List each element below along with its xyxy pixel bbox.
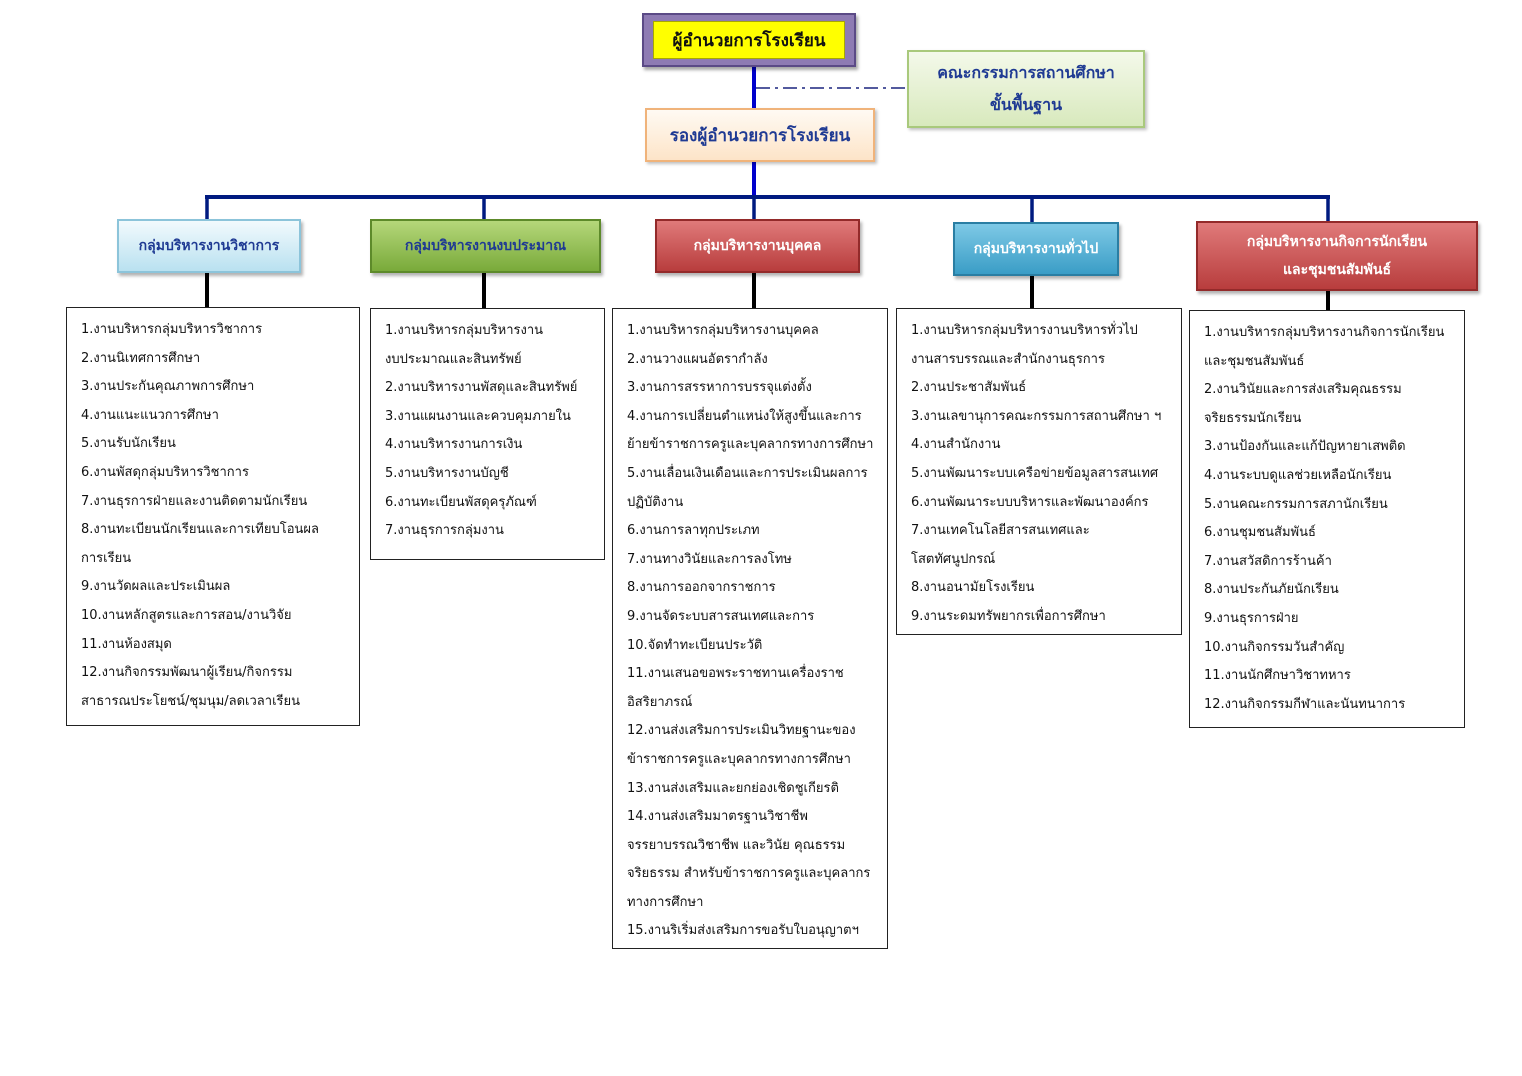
task-item: 10.งานกิจกรรมวันสำคัญ — [1204, 639, 1345, 655]
group-budget-box: กลุ่มบริหารงานงบประมาณ — [370, 219, 601, 273]
task-item: ย้ายข้าราชการครูและบุคลากรทางการศึกษา — [627, 437, 874, 453]
task-item: 4.งานสำนักงาน — [911, 437, 1001, 453]
task-item: 8.งานอนามัยโรงเรียน — [911, 580, 1035, 596]
task-item: 3.งานแผนงานและควบคุมภายใน — [385, 408, 571, 424]
task-item: 6.งานพัสดุกลุ่มบริหารวิชาการ — [81, 464, 249, 480]
task-item: 3.งานป้องกันและแก้ปัญหายาเสพติด — [1204, 439, 1406, 455]
task-item: 7.งานทางวินัยและการลงโทษ — [627, 551, 792, 567]
task-list-personnel: 1.งานบริหารกลุ่มบริหารงานบุคคล 2.งานวางแผ… — [612, 308, 888, 949]
task-item: 6.งานทะเบียนพัสดุครุภัณฑ์ — [385, 494, 537, 510]
task-item: 4.งานการเปลี่ยนตำแหน่งให้สูงขึ้นและการ — [627, 408, 862, 424]
task-item: 7.งานสวัสดิการร้านค้า — [1204, 553, 1332, 569]
task-item: 1.งานบริหารกลุ่มบริหารงานบริหารทั่วไป — [911, 323, 1138, 338]
task-item: 2.งานบริหารงานพัสดุและสินทรัพย์ — [385, 380, 578, 396]
task-item: 1.งานบริหารกลุ่มบริหารงาน — [385, 323, 544, 338]
director-box: ผู้อำนวยการโรงเรียน — [642, 13, 856, 67]
task-item: 3.งานการสรรหาการบรรจุแต่งตั้ง — [627, 380, 812, 396]
committee-label-line: ขั้นพื้นฐาน — [989, 95, 1063, 114]
group-title: และชุมชนสัมพันธ์ — [1282, 262, 1392, 278]
task-item: 11.งานนักศึกษาวิชาทหาร — [1204, 668, 1351, 684]
group-general-box: กลุ่มบริหารงานทั่วไป — [953, 222, 1119, 276]
task-item: 1.งานบริหารกลุ่มบริหารวิชาการ — [81, 322, 263, 337]
group-title: กลุ่มบริหารงานงบประมาณ — [404, 238, 567, 254]
task-item: 4.งานระบบดูแลช่วยเหลือนักเรียน — [1204, 467, 1392, 483]
task-item: 2.งานวินัยและการส่งเสริมคุณธรรม — [1204, 382, 1402, 398]
task-item: 1.งานบริหารกลุ่มบริหารงานกิจการนักเรียน — [1204, 325, 1445, 340]
task-item: 10.จัดทำทะเบียนประวัติ — [627, 637, 763, 653]
task-item: ข้าราชการครูและบุคลากรทางการศึกษา — [627, 751, 851, 767]
task-item: 12.งานกิจกรรมพัฒนาผู้เรียน/กิจกรรม — [81, 665, 293, 681]
group-academic-box: กลุ่มบริหารงานวิชาการ — [117, 219, 301, 273]
task-item: 6.งานการลาทุกประเภท — [627, 523, 760, 539]
task-item: 11.งานเสนอขอพระราชทานเครื่องราช — [627, 666, 844, 682]
task-item: 9.งานระดมทรัพยากรเพื่อการศึกษา — [911, 608, 1106, 624]
task-item: 8.งานทะเบียนนักเรียนและการเทียบโอนผล — [81, 522, 319, 538]
director-label: ผู้อำนวยการโรงเรียน — [653, 21, 845, 59]
committee-label-line: คณะกรรมการสถานศึกษา — [937, 63, 1115, 82]
task-item: การเรียน — [81, 550, 132, 566]
task-item: 14.งานส่งเสริมมาตรฐานวิชาชีพ — [627, 809, 808, 825]
task-item: 5.งานเลื่อนเงินเดือนและการประเมินผลการ — [627, 465, 868, 481]
task-list-academic: 1.งานบริหารกลุ่มบริหารวิชาการ 2.งานนิเทศก… — [66, 307, 360, 726]
task-item: 4.งานแนะแนวการศึกษา — [81, 407, 219, 423]
task-item: 12.งานกิจกรรมกีฬาและนันทนาการ — [1204, 696, 1406, 712]
task-item: งานสารบรรณและสำนักงานธุรการ — [911, 351, 1105, 367]
task-item: 8.งานการออกจากราชการ — [627, 580, 776, 596]
task-item: 5.งานรับนักเรียน — [81, 436, 176, 452]
task-item: 15.งานริเริ่มส่งเสริมการขอรับใบอนุญาตฯ — [627, 923, 859, 939]
group-title: กลุ่มบริหารงานทั่วไป — [973, 241, 1099, 257]
task-item: 9.งานธุรการฝ่าย — [1204, 610, 1299, 626]
task-item: 2.งานนิเทศการศึกษา — [81, 350, 201, 366]
task-item: 5.งานบริหารงานบัญชี — [385, 465, 509, 481]
task-item: 11.งานห้องสมุด — [81, 636, 172, 652]
committee-box: คณะกรรมการสถานศึกษา ขั้นพื้นฐาน — [907, 50, 1145, 128]
task-item: ปฏิบัติงาน — [627, 494, 684, 510]
task-item: 7.งานเทคโนโลยีสารสนเทศและ — [911, 523, 1090, 539]
task-item: 9.งานจัดระบบสารสนเทศและการ — [627, 608, 815, 624]
group-title: กลุ่มบริหารงานกิจการนักเรียน — [1246, 234, 1428, 250]
task-item: 5.งานคณะกรรมการสภานักเรียน — [1204, 496, 1388, 512]
task-list-student-affairs: 1.งานบริหารกลุ่มบริหารงานกิจการนักเรียนแ… — [1189, 310, 1465, 728]
group-title: กลุ่มบริหารงานวิชาการ — [138, 238, 280, 254]
task-item: 7.งานธุรการฝ่ายและงานติดตามนักเรียน — [81, 493, 308, 509]
task-item: 2.งานวางแผนอัตรากำลัง — [627, 351, 768, 367]
group-title: กลุ่มบริหารงานบุคคล — [693, 238, 822, 254]
task-item: จริยธรรมนักเรียน — [1204, 410, 1302, 426]
task-item: 2.งานประชาสัมพันธ์ — [911, 380, 1027, 396]
task-item: อิสริยาภรณ์ — [627, 694, 693, 710]
task-item: สาธารณประโยชน์/ชุมนุม/ลดเวลาเรียน — [81, 693, 300, 709]
task-item: 1.งานบริหารกลุ่มบริหารงานบุคคล — [627, 323, 819, 338]
task-item: งบประมาณและสินทรัพย์ — [385, 351, 522, 367]
deputy-box: รองผู้อำนวยการโรงเรียน — [645, 108, 875, 162]
task-item: จริยธรรม สำหรับข้าราชการครูและบุคลากร — [627, 866, 871, 882]
task-item: 6.งานพัฒนาระบบบริหารและพัฒนาองค์กร — [911, 494, 1149, 510]
group-personnel-box: กลุ่มบริหารงานบุคคล — [655, 219, 860, 273]
task-list-budget: 1.งานบริหารกลุ่มบริหารงานงบประมาณและสินท… — [370, 308, 605, 560]
task-item: ทางการศึกษา — [627, 894, 704, 910]
task-item: 8.งานประกันภัยนักเรียน — [1204, 582, 1339, 598]
task-item: 7.งานธุรการกลุ่มงาน — [385, 523, 504, 539]
task-list-general: 1.งานบริหารกลุ่มบริหารงานบริหารทั่วไปงาน… — [896, 308, 1182, 635]
task-item: โสตทัศนูปกรณ์ — [911, 551, 996, 567]
task-item: 3.งานเลขานุการคณะกรรมการสถานศึกษา ฯ — [911, 408, 1162, 424]
task-item: 3.งานประกันคุณภาพการศึกษา — [81, 379, 255, 395]
task-item: 6.งานชุมชนสัมพันธ์ — [1204, 525, 1316, 541]
task-item: 13.งานส่งเสริมและยกย่องเชิดชูเกียรติ — [627, 780, 839, 796]
task-item: 12.งานส่งเสริมการประเมินวิทยฐานะของ — [627, 723, 856, 739]
task-item: และชุมชนสัมพันธ์ — [1204, 353, 1305, 369]
task-item: 5.งานพัฒนาระบบเครือข่ายข้อมูลสารสนเทศ — [911, 465, 1159, 481]
task-item: จรรยาบรรณวิชาชีพ และวินัย คุณธรรม — [627, 837, 846, 853]
group-student-affairs-box: กลุ่มบริหารงานกิจการนักเรียน และชุมชนสัม… — [1196, 221, 1478, 291]
task-item: 9.งานวัดผลและประเมินผล — [81, 579, 231, 595]
task-item: 10.งานหลักสูตรและการสอน/งานวิจัย — [81, 607, 292, 623]
task-item: 4.งานบริหารงานการเงิน — [385, 437, 523, 453]
